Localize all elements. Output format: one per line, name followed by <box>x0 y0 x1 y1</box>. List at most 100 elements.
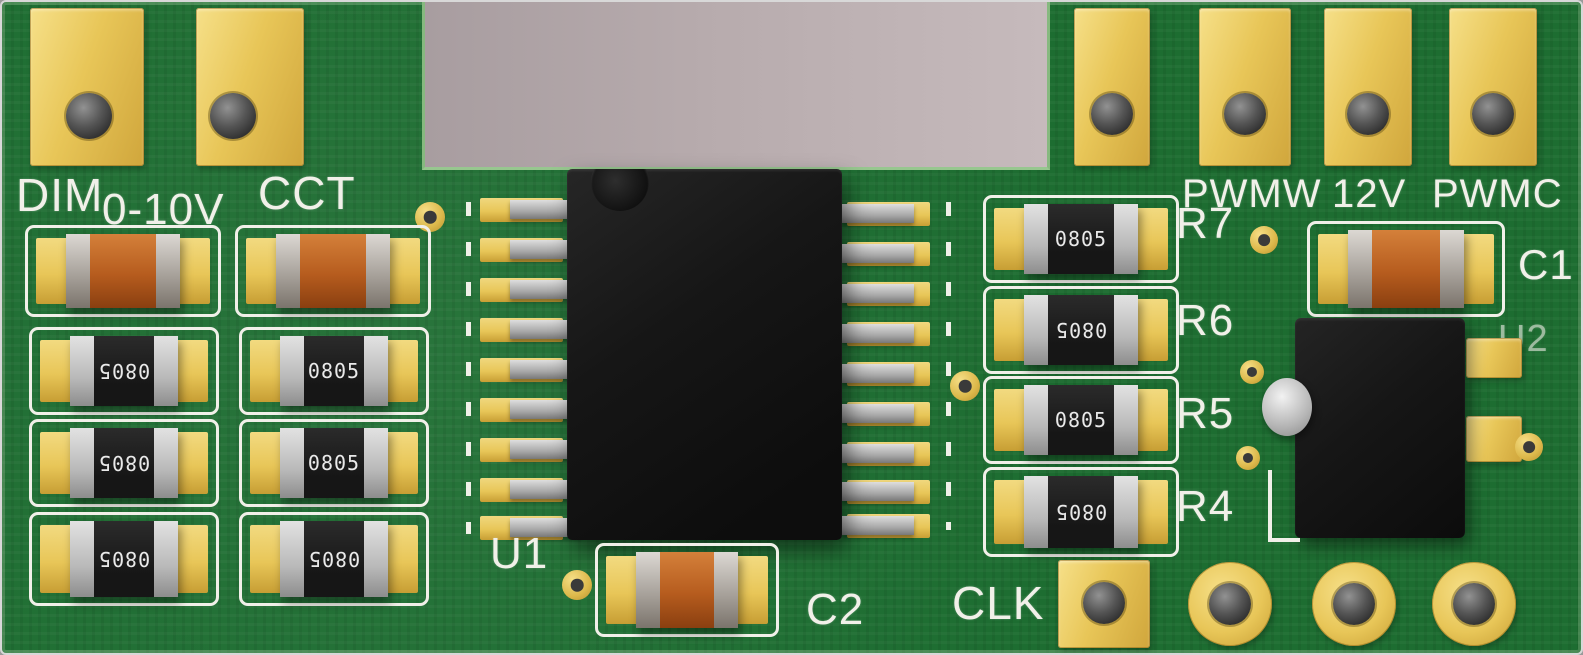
silkscreen-outline <box>29 327 219 415</box>
terminal <box>1114 295 1138 365</box>
resistor-r5: 0805 <box>983 376 1179 464</box>
capacitor-body <box>276 234 390 308</box>
pin-lead <box>842 516 914 535</box>
pin-lead <box>842 404 914 423</box>
silk-label-r5: R5 <box>1176 389 1235 438</box>
resistor-marking: 0805 <box>1054 408 1108 432</box>
terminal <box>70 521 94 597</box>
resistor-face: 0805 <box>1048 385 1114 455</box>
resistor-face: 0805 <box>1048 476 1114 548</box>
ic-pin <box>842 480 1004 504</box>
resistor-marking: 0805 <box>1054 500 1108 524</box>
drill-hole <box>66 93 112 139</box>
ic-pin <box>842 282 1004 306</box>
terminal <box>636 552 660 628</box>
terminal <box>154 521 178 597</box>
silkscreen-outline <box>29 512 219 606</box>
ic-pin <box>480 318 642 342</box>
pad-12v <box>1199 8 1291 166</box>
resistor-face: 0805 <box>1048 295 1114 365</box>
silk-label-pwmc: PWMC <box>1432 172 1563 216</box>
pin-lead <box>842 284 914 303</box>
silkscreen-outline <box>1307 221 1505 317</box>
terminal <box>364 336 388 406</box>
dielectric <box>660 552 714 628</box>
terminal <box>1440 230 1464 308</box>
silkscreen-outline <box>25 225 221 317</box>
terminal <box>1114 385 1138 455</box>
pin-lead <box>510 518 582 537</box>
pad-right-4 <box>1449 8 1537 166</box>
silkscreen-bracket <box>1268 538 1300 542</box>
via <box>562 570 592 600</box>
drill-hole <box>1091 93 1133 135</box>
drill-hole <box>1224 93 1266 135</box>
ic-pin <box>842 322 1004 346</box>
resistor-marking: 0805 <box>307 359 361 383</box>
capacitor <box>25 225 221 317</box>
pad-pwmw <box>1074 8 1150 166</box>
terminal <box>280 521 304 597</box>
ic-pin <box>480 516 642 540</box>
via <box>1240 360 1264 384</box>
resistor-marking: 0805 <box>1054 318 1108 342</box>
resistor-marking: 0805 <box>97 547 151 571</box>
terminal <box>1114 476 1138 548</box>
pad-round <box>1432 562 1516 646</box>
via <box>1515 433 1543 461</box>
terminal <box>70 428 94 498</box>
drill-hole <box>1453 583 1495 625</box>
silkscreen-outline <box>239 419 429 507</box>
resistor-marking: 0805 <box>307 451 361 475</box>
ic-pin <box>480 278 642 302</box>
silk-label-u1: U1 <box>490 529 549 578</box>
capacitor-body <box>636 552 738 628</box>
resistor: 0805 <box>239 419 429 507</box>
drill-hole <box>1333 583 1375 625</box>
pin1-dimple <box>591 169 649 211</box>
resistor: 0805 <box>29 327 219 415</box>
terminal <box>1024 295 1048 365</box>
via <box>950 371 980 401</box>
pin-lead <box>842 204 914 223</box>
silkscreen-outline <box>239 327 429 415</box>
drill-hole <box>1209 583 1251 625</box>
resistor-r6: 0805 <box>983 286 1179 374</box>
drill-hole <box>1083 582 1125 624</box>
pin-lead <box>510 280 582 299</box>
capacitor-c1 <box>1307 221 1505 317</box>
dielectric <box>90 234 156 308</box>
resistor-body: 0805 <box>1024 204 1138 274</box>
pad-dim <box>30 8 144 166</box>
resistor-body: 0805 <box>280 428 388 498</box>
ic-pin <box>480 198 642 222</box>
silkscreen-pin-marks <box>946 202 951 530</box>
ic-pin <box>480 358 642 382</box>
resistor-body: 0805 <box>70 336 178 406</box>
resistor-marking: 0805 <box>97 451 151 475</box>
resistor-body: 0805 <box>1024 385 1138 455</box>
terminal <box>1348 230 1372 308</box>
ic-pin <box>480 238 642 262</box>
terminal <box>1114 204 1138 274</box>
capacitor-body <box>66 234 180 308</box>
silk-label-c1: C1 <box>1518 241 1574 288</box>
ic-pin <box>842 202 1004 226</box>
resistor: 0805 <box>29 512 219 606</box>
silkscreen-outline <box>983 376 1179 464</box>
silkscreen-outline <box>983 467 1179 557</box>
resistor-face: 0805 <box>304 521 364 597</box>
drill-hole <box>210 93 256 139</box>
resistor-face: 0805 <box>94 521 154 597</box>
terminal <box>280 336 304 406</box>
terminal <box>1024 476 1048 548</box>
silk-label-c2: C2 <box>806 585 865 634</box>
via <box>1236 446 1260 470</box>
terminal <box>364 521 388 597</box>
silkscreen-outline <box>239 512 429 606</box>
pin-lead <box>842 482 914 501</box>
pad-pwmc <box>1324 8 1412 166</box>
pin-lead <box>510 200 582 219</box>
terminal <box>156 234 180 308</box>
